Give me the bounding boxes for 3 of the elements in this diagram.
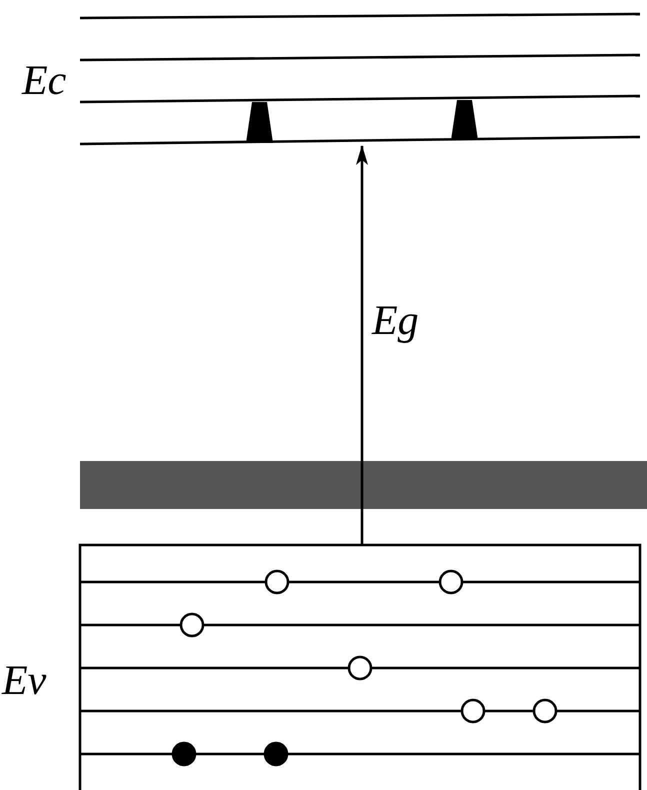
band-label: Eg xyxy=(372,300,419,342)
band-label: Ec xyxy=(22,60,66,102)
band-label: Ev xyxy=(2,660,46,702)
